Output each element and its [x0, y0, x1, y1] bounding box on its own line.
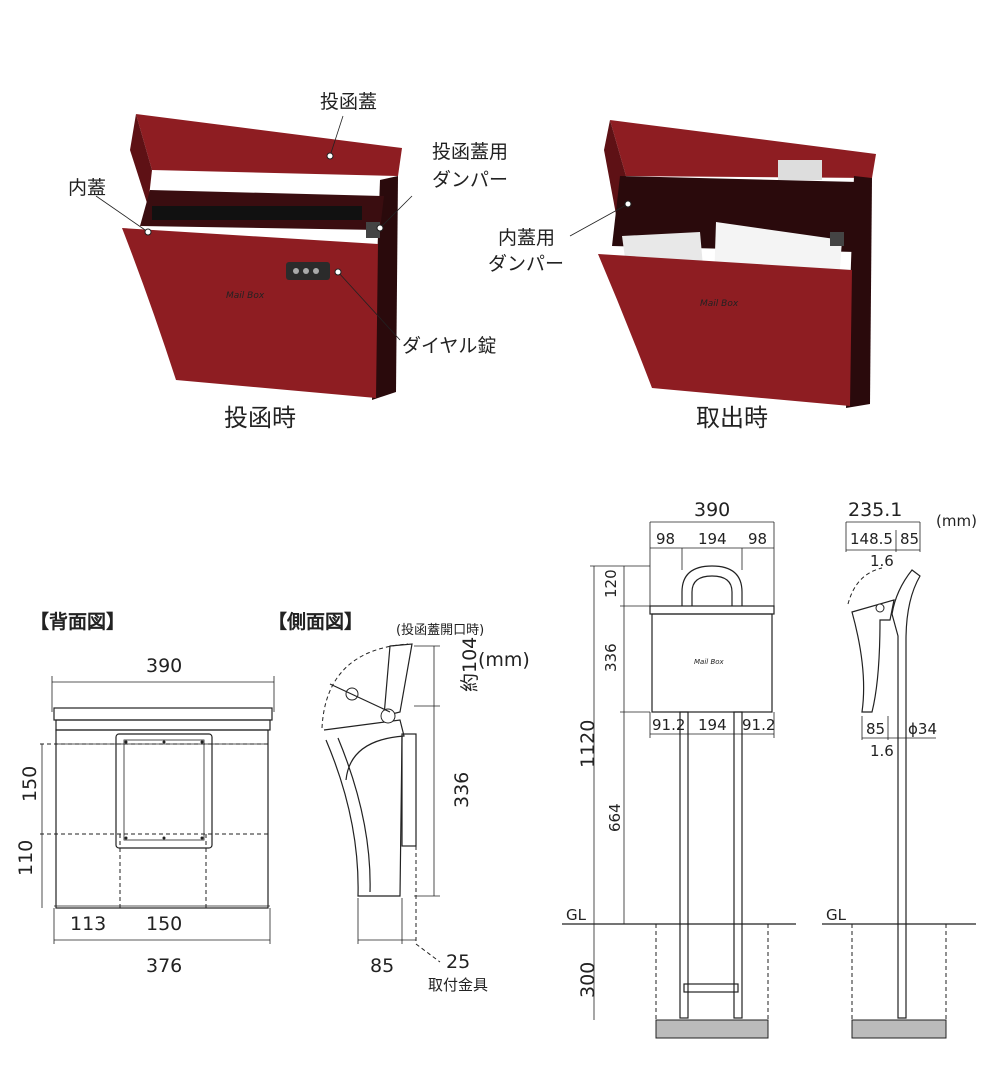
dim-pole-194-mid: 194	[698, 716, 727, 734]
gl-label-front: GL	[566, 906, 587, 924]
callout-dial-lock: ダイヤル錠	[402, 335, 496, 357]
side-unit: (mm)	[478, 649, 530, 671]
side-open-note: (投函蓋開口時)	[396, 622, 484, 638]
damper-icon	[830, 232, 844, 246]
dim-side-336: 336	[451, 772, 473, 808]
dim-pole-300: 300	[577, 962, 599, 998]
back-view-title: 【背面図】	[30, 610, 125, 633]
open-lid	[136, 114, 402, 176]
dim-pole-1120: 1120	[577, 720, 599, 768]
front-body	[122, 228, 378, 398]
dim-pole-664: 664	[606, 803, 624, 832]
callout-inner-lid: 内蓋	[68, 177, 106, 199]
caption-retrieval: 取出時	[696, 404, 768, 432]
callout-lid: 投函蓋	[320, 91, 377, 113]
svg-text:Mail Box: Mail Box	[694, 658, 725, 666]
dim-pole-390: 390	[694, 499, 730, 521]
side-view-title: 【側面図】	[268, 610, 363, 633]
gravel-base	[655, 1019, 769, 1039]
dim-side-148: 148.5	[850, 530, 893, 548]
pole-side-drawing: 235.1 (mm) 148.5 85 1.6 85 ϕ34 1.6 GL	[822, 499, 977, 1039]
dim-side-85-bottom: 85	[866, 720, 885, 738]
dim-pole-91-left: 91.2	[652, 716, 685, 734]
dim-back-390: 390	[146, 655, 182, 677]
dim-back-150: 150	[19, 766, 41, 802]
dim-side-85: 85	[370, 955, 394, 977]
dim-pole-98-left: 98	[656, 530, 675, 548]
callout-damper-1: 投函蓋用	[432, 141, 508, 163]
dim-side-phi34: ϕ34	[908, 720, 937, 738]
svg-text:Mail Box: Mail Box	[700, 299, 739, 309]
photo-retrieval-state: Mail Box 内蓋用 ダンパー 取出時	[488, 120, 876, 432]
svg-text:Mail Box: Mail Box	[226, 291, 265, 301]
dim-pole-120: 120	[602, 569, 620, 598]
pole-front-drawing: 390 98 194 98 Mail Box 91.2 194 91.2	[562, 499, 796, 1039]
back-view-drawing: 【背面図】 390 150 110 113 150 376	[15, 610, 275, 977]
gravel-base-side	[851, 1019, 947, 1039]
dim-back-113: 113	[70, 913, 106, 935]
side-view-drawing: 【側面図】 (投函蓋開口時) (mm) 約104 336 85 25 取付金具	[268, 610, 530, 994]
callout-damper-2: ダンパー	[432, 169, 508, 191]
dim-side-25: 25	[446, 951, 470, 973]
photo-posting-state: Mail Box 投函蓋 内蓋 投函蓋用 ダンパー ダイヤル錠 投函時	[68, 91, 508, 432]
dim-pole-91-right: 91.2	[742, 716, 775, 734]
callout-inner-damper-2: ダンパー	[488, 253, 564, 275]
dim-back-plate-150: 150	[146, 913, 182, 935]
side-bracket-label: 取付金具	[428, 976, 488, 994]
callout-inner-damper-1: 内蓋用	[498, 227, 555, 249]
dim-back-376: 376	[146, 955, 182, 977]
pole-side-unit: (mm)	[936, 512, 977, 530]
dim-pole-98-right: 98	[748, 530, 767, 548]
gl-label-side: GL	[826, 906, 847, 924]
caption-posting: 投函時	[224, 404, 296, 432]
damper-icon	[366, 222, 380, 238]
dim-back-110: 110	[15, 840, 37, 876]
dim-pole-336: 336	[602, 643, 620, 672]
dim-pole-194-top: 194	[698, 530, 727, 548]
dim-side-open: 約104	[459, 637, 481, 692]
dim-side-85-top: 85	[900, 530, 919, 548]
dim-side-235: 235.1	[848, 499, 902, 521]
dim-side-1.6-bottom: 1.6	[870, 742, 894, 760]
dim-side-1.6-top: 1.6	[870, 552, 894, 570]
